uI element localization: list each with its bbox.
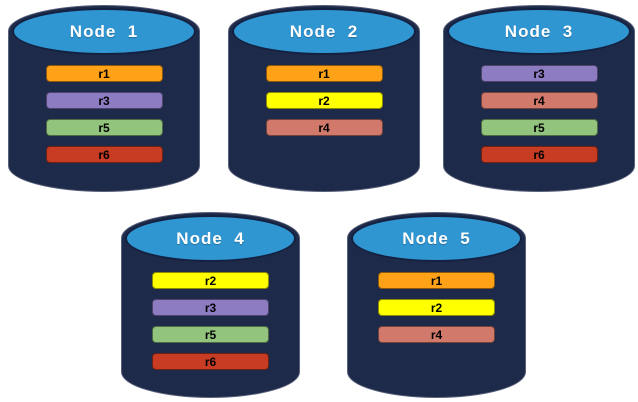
cylinder-top-ellipse: Node 5 [351, 215, 522, 262]
database-node-3: Node 3 r3 r4 r5 r6 [443, 5, 635, 192]
cylinder-top-ellipse: Node 2 [232, 8, 416, 55]
replica-list: r2 r3 r5 r6 [121, 272, 300, 370]
replica-list: r1 r2 r4 [228, 65, 420, 136]
database-node-2: Node 2 r1 r2 r4 [228, 5, 420, 192]
replica-bar-r3: r3 [152, 299, 269, 316]
replica-list: r1 r3 r5 r6 [8, 65, 200, 163]
node-label: Node 2 [289, 21, 359, 41]
database-node-5: Node 5 r1 r2 r4 [347, 212, 526, 398]
cylinder-top-ellipse: Node 3 [447, 8, 631, 55]
replica-bar-r6: r6 [152, 353, 269, 370]
node-label: Node 5 [402, 228, 471, 248]
replica-bar-r6: r6 [45, 146, 163, 163]
replica-bar-r4: r4 [265, 119, 383, 136]
node-label: Node 3 [504, 21, 574, 41]
replica-bar-r4: r4 [378, 326, 495, 343]
replica-bar-r3: r3 [45, 92, 163, 109]
replica-bar-r4: r4 [480, 92, 598, 109]
replica-bar-r2: r2 [152, 272, 269, 289]
replica-bar-r3: r3 [480, 65, 598, 82]
cylinder-top-ellipse: Node 1 [12, 8, 196, 55]
replica-bar-r2: r2 [378, 299, 495, 316]
replica-bar-r1: r1 [378, 272, 495, 289]
database-node-4: Node 4 r2 r3 r5 r6 [121, 212, 300, 398]
node-label: Node 1 [69, 21, 139, 41]
replica-list: r1 r2 r4 [347, 272, 526, 343]
replica-bar-r5: r5 [152, 326, 269, 343]
replica-bar-r1: r1 [265, 65, 383, 82]
replica-list: r3 r4 r5 r6 [443, 65, 635, 163]
replica-bar-r6: r6 [480, 146, 598, 163]
database-node-1: Node 1 r1 r3 r5 r6 [8, 5, 200, 192]
node-label: Node 4 [176, 228, 245, 248]
replica-bar-r2: r2 [265, 92, 383, 109]
replica-bar-r5: r5 [45, 119, 163, 136]
replica-bar-r5: r5 [480, 119, 598, 136]
cylinder-top-ellipse: Node 4 [125, 215, 296, 262]
replica-bar-r1: r1 [45, 65, 163, 82]
